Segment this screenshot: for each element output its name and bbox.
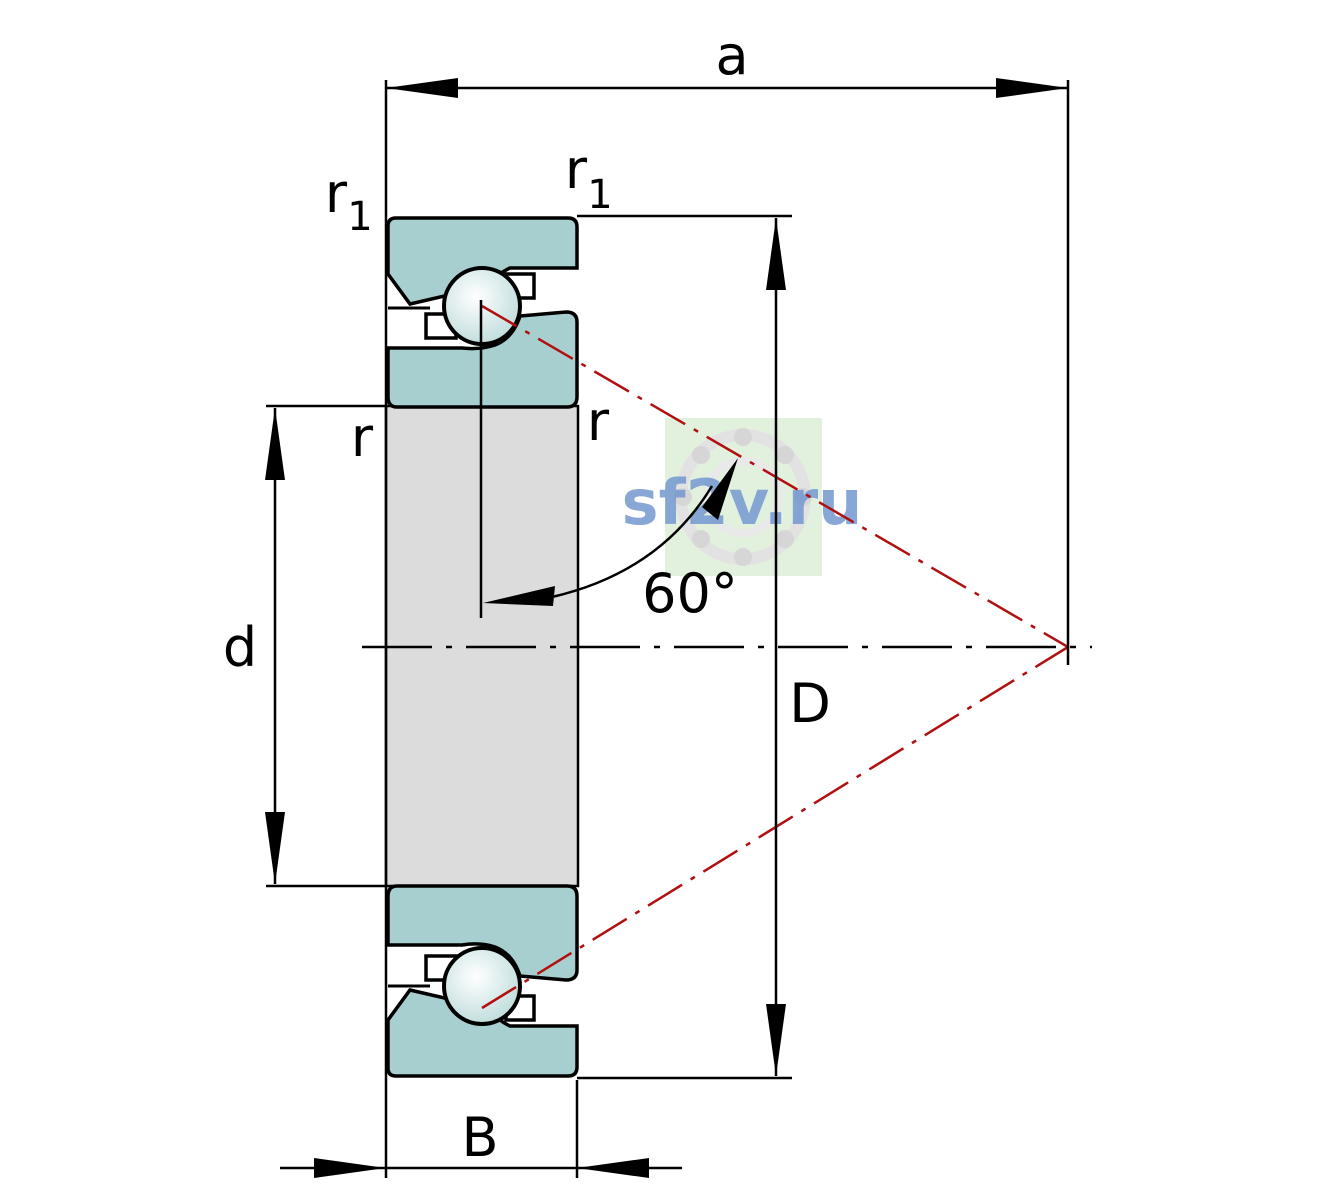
lower-ball [442, 946, 522, 1026]
label-B: B [461, 1106, 498, 1169]
dimension-lines [265, 78, 1068, 1178]
label-d: d [223, 616, 257, 679]
upper-bearing-section [386, 216, 579, 409]
label-D: D [789, 672, 831, 735]
label-r-right: r [587, 390, 610, 453]
contact-angle-arc [483, 458, 738, 606]
watermark-text: sf2v.ru [622, 466, 863, 539]
label-r1-left: r [325, 162, 348, 225]
label-r1-left-subscript: 1 [347, 194, 372, 240]
label-r1-right: r [565, 138, 588, 201]
label-contact-angle: 60° [642, 562, 738, 625]
upper-inner-ring [386, 310, 579, 409]
label-r-left: r [351, 406, 374, 469]
watermark: sf2v.ru [622, 418, 863, 576]
extension-lines [266, 80, 1070, 1178]
label-a: a [715, 24, 748, 87]
label-r1-right-subscript: 1 [587, 172, 612, 218]
lower-bearing-section [386, 884, 579, 1078]
